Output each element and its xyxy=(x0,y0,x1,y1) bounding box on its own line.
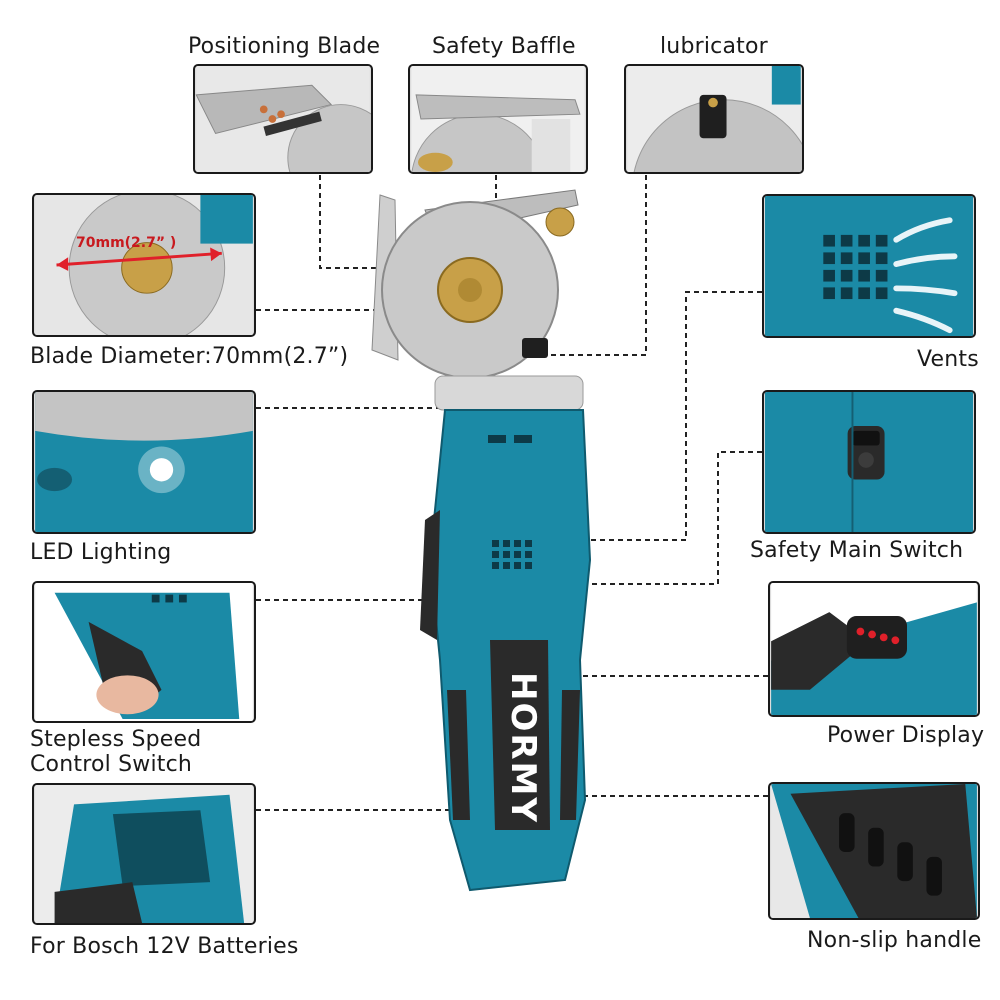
label-lubricator: lubricator xyxy=(660,34,768,59)
label-positioning-blade: Positioning Blade xyxy=(188,34,381,59)
brand-logo: HORMY xyxy=(503,672,543,824)
panel-stepless-speed xyxy=(32,581,256,723)
label-blade-diameter: Blade Diameter:70mm(2.7”) xyxy=(30,344,349,369)
measure-arrow-icon xyxy=(56,247,222,271)
vent-arrow-icon xyxy=(893,217,958,334)
panel-batteries xyxy=(32,783,256,925)
panel-power-display xyxy=(768,581,980,717)
panel-blade-diameter: 70mm(2.7” ) xyxy=(32,193,256,337)
label-vents: Vents xyxy=(917,347,979,372)
panel-safety-baffle xyxy=(408,64,588,174)
label-led-lighting: LED Lighting xyxy=(30,540,172,565)
panel-safety-switch xyxy=(762,390,976,534)
panel-vents xyxy=(762,194,976,338)
label-power-display: Power Display xyxy=(827,723,985,748)
trigger-shape xyxy=(420,510,440,640)
panel-positioning-blade xyxy=(193,64,373,174)
panel-non-slip xyxy=(768,782,980,920)
panel-lubricator xyxy=(624,64,804,174)
panel-led-lighting xyxy=(32,390,256,534)
label-batteries: For Bosch 12V Batteries xyxy=(30,934,299,959)
label-non-slip: Non-slip handle xyxy=(807,928,982,953)
label-safety-baffle: Safety Baffle xyxy=(432,34,576,59)
measure-text: 70mm(2.7” ) xyxy=(76,235,177,251)
label-safety-switch: Safety Main Switch xyxy=(750,538,964,563)
label-stepless-speed: Stepless Speed Control Switch xyxy=(30,727,202,777)
